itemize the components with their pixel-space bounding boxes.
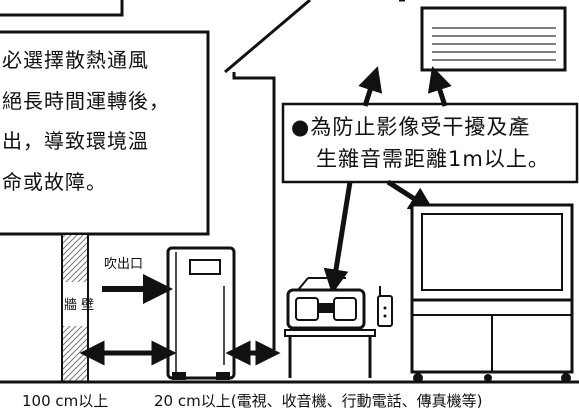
- arrow-to-radio: [323, 181, 353, 295]
- outlet-label: 吹出口: [104, 257, 144, 272]
- warning-line-4: 命或故障。: [2, 170, 107, 194]
- interior-wall: [232, 72, 276, 350]
- arrow-to-ac-left: [358, 66, 383, 107]
- warning-line-3: 出，導致環境溫: [2, 129, 149, 153]
- note-box: [281, 102, 579, 184]
- roof-left: [224, 0, 311, 74]
- note-line-1: ●為防止影像受干擾及產: [291, 115, 531, 139]
- appliance-body: [166, 246, 236, 380]
- top-box-edge: [0, 0, 124, 17]
- wall-label-bg: [63, 282, 87, 326]
- wall-distance-caption: 100 cm以上: [22, 392, 109, 410]
- arrow-to-ac-right: [427, 66, 452, 107]
- side-table: [284, 329, 376, 337]
- device-distance-caption: 20 cm以上(電視、收音機、行動電話、傳真機等): [154, 392, 483, 410]
- tv-screen: [421, 213, 563, 291]
- warning-line-2: 絕長時間運轉後，: [2, 89, 170, 113]
- warning-line-1: 必選擇散熱通風: [2, 48, 149, 72]
- note-line-2: 生雜音需距離1m以上。: [316, 147, 550, 171]
- phone: [377, 295, 393, 327]
- appliance-vent: [189, 259, 221, 275]
- wall-label: 牆 壁: [64, 298, 95, 313]
- arrow-to-tv: [386, 179, 435, 212]
- warning-box: [0, 30, 210, 236]
